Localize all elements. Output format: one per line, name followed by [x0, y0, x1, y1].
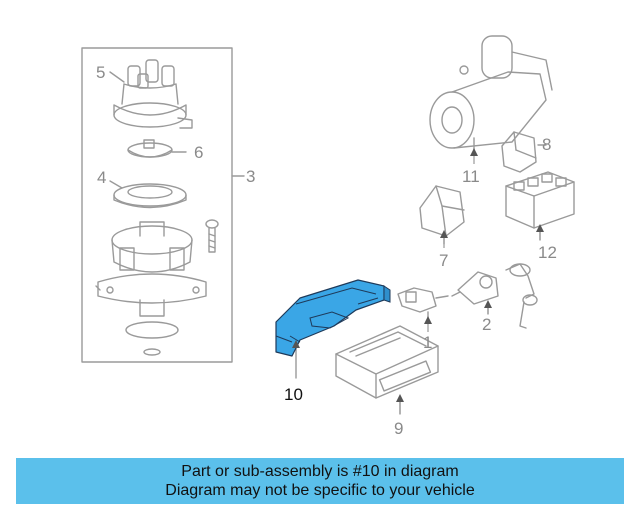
- callout-2: 2: [482, 315, 491, 334]
- distributor-group-bracket: [81, 47, 233, 363]
- caption-line-disclaimer: Diagram may not be specific to your vehi…: [165, 482, 475, 499]
- ignition-module: [419, 185, 465, 245]
- callout-9: 9: [394, 419, 403, 438]
- arrow-12: [536, 224, 544, 232]
- arrow-11: [470, 148, 478, 156]
- callout-6: 6: [194, 143, 203, 162]
- callout-1: 1: [423, 333, 432, 352]
- arrow-2: [484, 300, 492, 308]
- callout-10: 10: [284, 385, 303, 404]
- arrow-9: [396, 394, 404, 402]
- distributor-bolt: [205, 219, 219, 253]
- ignition-lock: [451, 263, 538, 329]
- starter-motor: [429, 35, 553, 153]
- callout-5: 5: [96, 63, 105, 82]
- dust-shield: [109, 180, 187, 209]
- arrow-1: [424, 316, 432, 324]
- arrow-7: [440, 230, 448, 238]
- sensor: [397, 287, 449, 325]
- callout-3: 3: [246, 167, 255, 186]
- rotor: [127, 139, 187, 158]
- distributor-cap: [109, 59, 193, 129]
- relay: [501, 131, 547, 173]
- highlighted-part-10: [275, 279, 391, 357]
- callout-7: 7: [439, 251, 448, 270]
- callout-11: 11: [462, 167, 480, 186]
- callout-8: 8: [542, 135, 551, 154]
- caption-line-part: Part or sub-assembly is #10 in diagram: [181, 463, 459, 480]
- distributor-housing: [95, 221, 207, 356]
- callout-12: 12: [538, 243, 557, 262]
- arrow-10: [292, 340, 300, 348]
- caption-banner: Part or sub-assembly is #10 in diagram D…: [16, 458, 624, 504]
- callout-4: 4: [97, 168, 106, 187]
